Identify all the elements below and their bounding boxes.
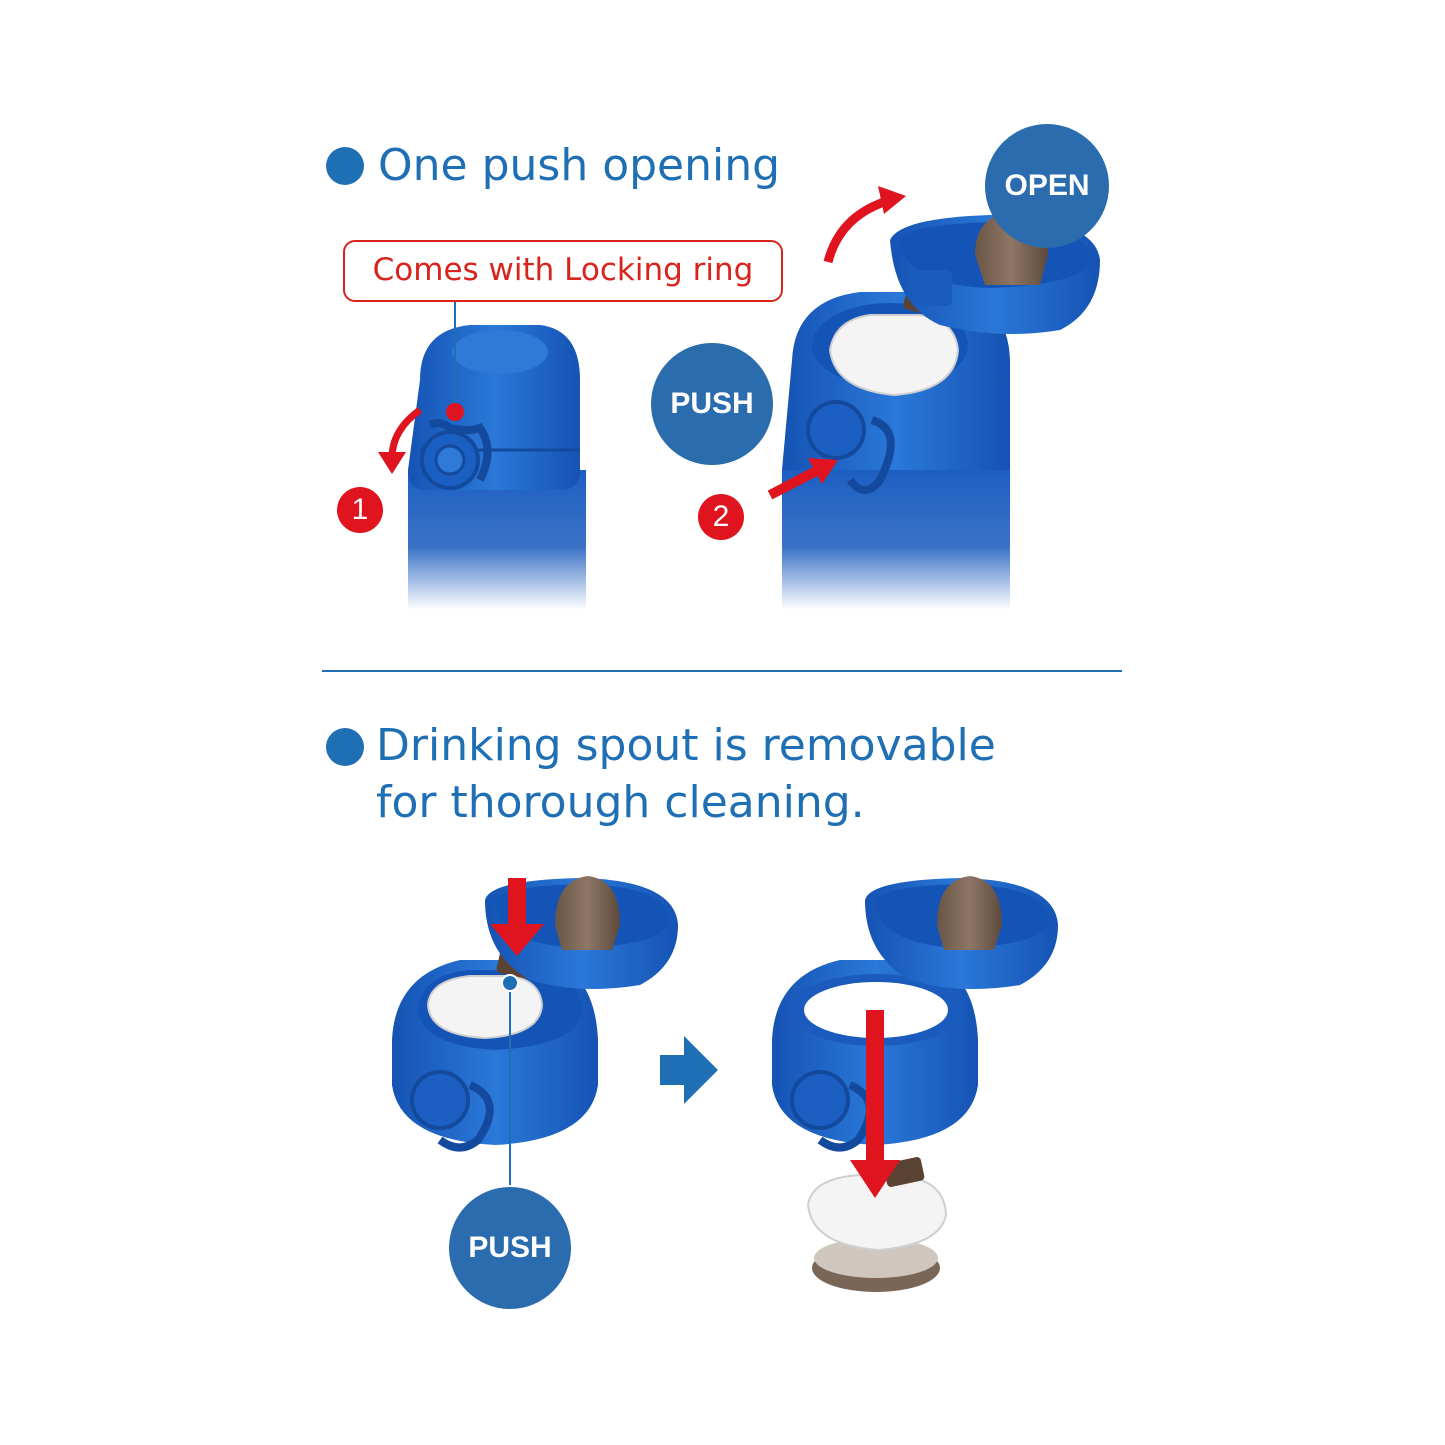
- push-badge-top: PUSH: [651, 343, 773, 465]
- locking-ring-callout: Comes with Locking ring: [343, 240, 783, 302]
- section2-heading-line1: Drinking spout is removable: [376, 720, 996, 771]
- step-2-marker: 2: [698, 494, 744, 540]
- section1-bullet: [326, 147, 364, 185]
- section2-heading-line2: for thorough cleaning.: [376, 777, 865, 828]
- open-badge: OPEN: [985, 124, 1109, 248]
- closed-bottle: [378, 300, 586, 610]
- section1-heading: One push opening: [378, 140, 781, 191]
- step-1-marker: 1: [337, 487, 383, 533]
- next-step-arrow: [660, 1036, 718, 1104]
- section2-bullet: [326, 728, 364, 766]
- push-badge-bottom: PUSH: [449, 1187, 571, 1309]
- cap-removed-spout: [772, 876, 1058, 1292]
- cap-with-spout: [392, 876, 678, 1185]
- open-bottle: [767, 186, 1100, 610]
- section-divider: [322, 670, 1122, 672]
